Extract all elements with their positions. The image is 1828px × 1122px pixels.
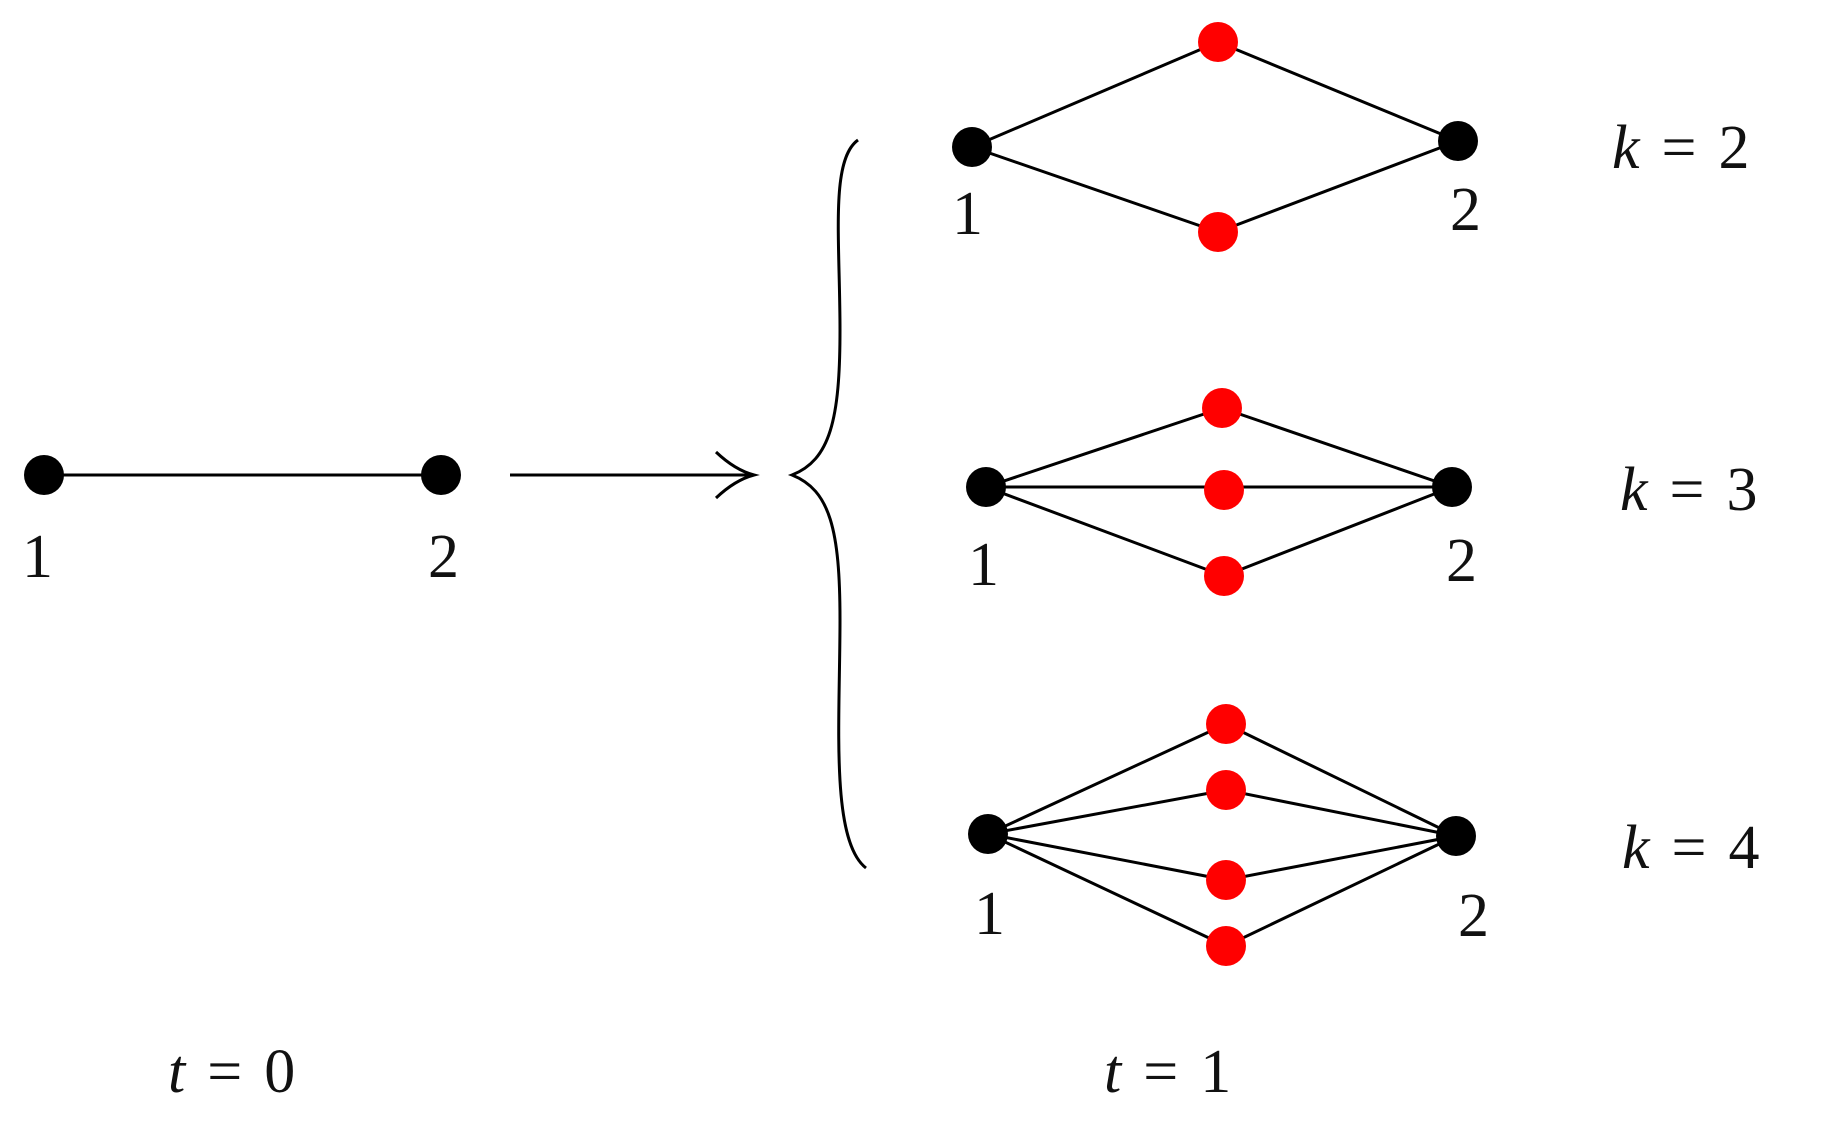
edge bbox=[987, 788, 1227, 836]
edge bbox=[987, 832, 1227, 882]
node-2-k2-label: 2 bbox=[1450, 176, 1481, 244]
caption-t1: t=1 bbox=[1104, 1038, 1231, 1106]
node-1-t0-label: 1 bbox=[22, 523, 53, 591]
edge bbox=[987, 722, 1227, 836]
edge bbox=[987, 832, 1227, 948]
curly-brace bbox=[787, 138, 867, 870]
node-1-k3 bbox=[966, 467, 1006, 507]
node-2-t0-label: 2 bbox=[428, 523, 459, 591]
caption-t0: t=0 bbox=[168, 1038, 295, 1106]
edge bbox=[971, 145, 1219, 234]
node-2-t0 bbox=[421, 455, 461, 495]
edge bbox=[1225, 834, 1457, 882]
new-node-k3 bbox=[1204, 556, 1244, 596]
node-1-k2 bbox=[952, 127, 992, 167]
node-1-t0 bbox=[24, 455, 64, 495]
edge bbox=[1225, 788, 1457, 838]
k3-equation: k=3 bbox=[1620, 456, 1758, 524]
edge bbox=[1217, 40, 1459, 143]
new-node-k4 bbox=[1206, 704, 1246, 744]
new-node-k3 bbox=[1202, 388, 1242, 428]
arrow-head bbox=[714, 450, 760, 500]
edge bbox=[1225, 722, 1457, 838]
node-2-k3-label: 2 bbox=[1446, 527, 1477, 595]
graph-k2: 1 2 k=2 bbox=[952, 22, 1750, 252]
new-node-k2 bbox=[1198, 22, 1238, 62]
new-node-k3 bbox=[1204, 470, 1244, 510]
transition-arrow bbox=[510, 450, 760, 500]
edge bbox=[985, 406, 1223, 489]
k4-equation: k=4 bbox=[1622, 814, 1760, 882]
graph-k3: 1 2 k=3 bbox=[966, 388, 1758, 599]
graph-k4: 1 2 k=4 bbox=[968, 704, 1760, 966]
node-1-k4 bbox=[968, 814, 1008, 854]
edge bbox=[1221, 406, 1453, 489]
k2-equation: k=2 bbox=[1612, 114, 1750, 182]
node-1-k4-label: 1 bbox=[974, 880, 1005, 948]
new-node-k4 bbox=[1206, 860, 1246, 900]
new-node-k2 bbox=[1198, 212, 1238, 252]
node-2-k3 bbox=[1432, 467, 1472, 507]
edge bbox=[1223, 485, 1453, 578]
edge bbox=[1225, 834, 1457, 948]
edge bbox=[971, 40, 1219, 149]
node-2-k4 bbox=[1436, 816, 1476, 856]
node-1-k2-label: 1 bbox=[952, 180, 983, 248]
new-node-k4 bbox=[1206, 770, 1246, 810]
new-node-k4 bbox=[1206, 926, 1246, 966]
node-2-k4-label: 2 bbox=[1458, 882, 1489, 950]
node-1-k3-label: 1 bbox=[968, 531, 999, 599]
node-2-k2 bbox=[1438, 121, 1478, 161]
edge bbox=[985, 485, 1225, 578]
edge bbox=[1217, 139, 1459, 234]
graph-t0: 1 2 bbox=[22, 455, 461, 591]
